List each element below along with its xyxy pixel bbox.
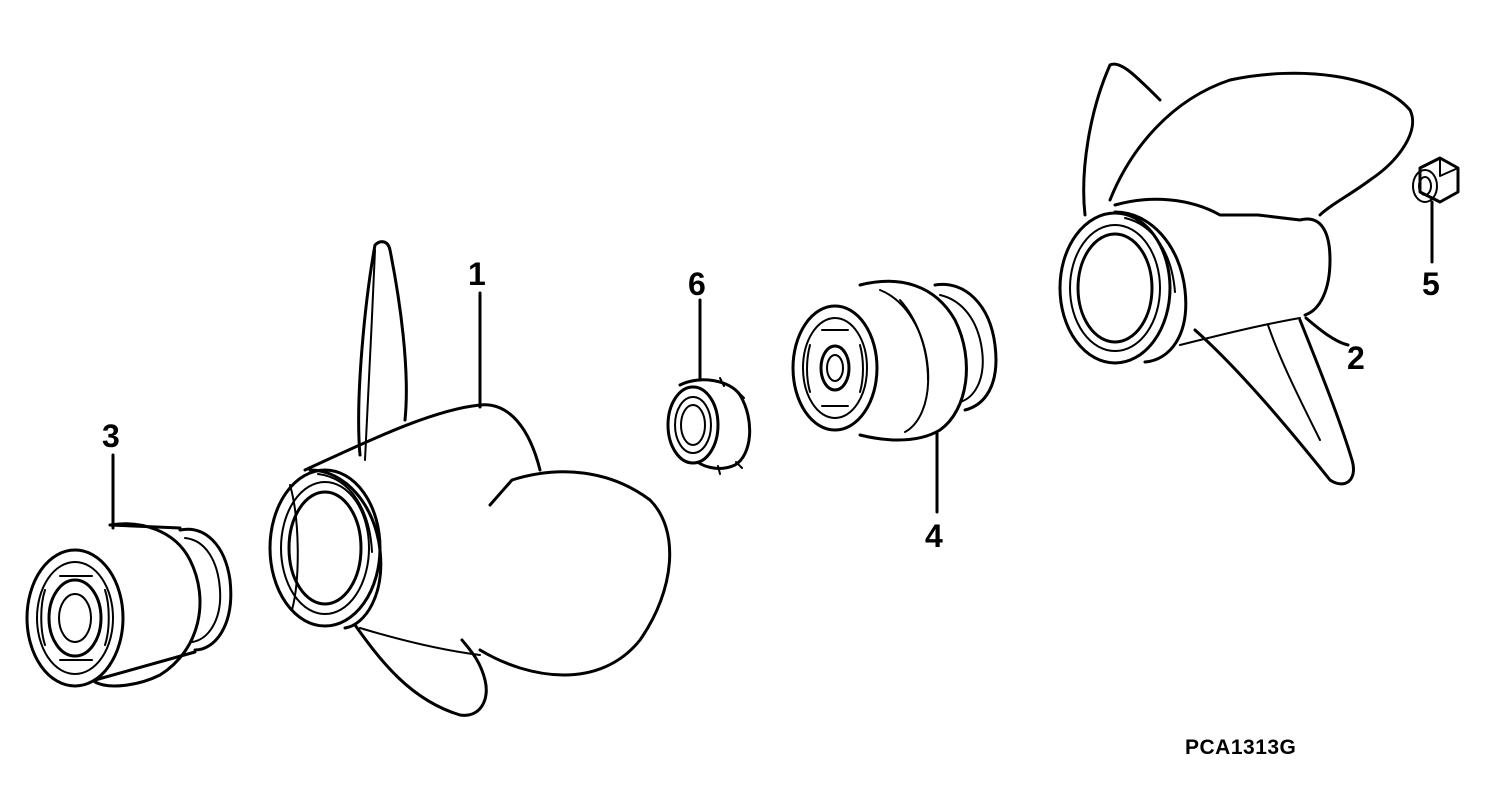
hub-bushing-left	[25, 522, 233, 688]
propeller-right	[1058, 62, 1415, 486]
thrust-hub-center	[791, 279, 998, 442]
callout-4: 4	[925, 518, 943, 554]
callout-6: 6	[688, 266, 706, 302]
callout-1: 1	[468, 256, 486, 292]
propeller-left	[268, 240, 672, 717]
figure-code: PCA1313G	[1185, 736, 1297, 759]
spacer-ring	[666, 377, 752, 475]
hex-nut	[1412, 156, 1460, 204]
callout-3: 3	[102, 418, 120, 454]
callout-2: 2	[1347, 340, 1365, 376]
callout-5: 5	[1422, 266, 1440, 302]
leader-line-2	[1304, 316, 1350, 347]
